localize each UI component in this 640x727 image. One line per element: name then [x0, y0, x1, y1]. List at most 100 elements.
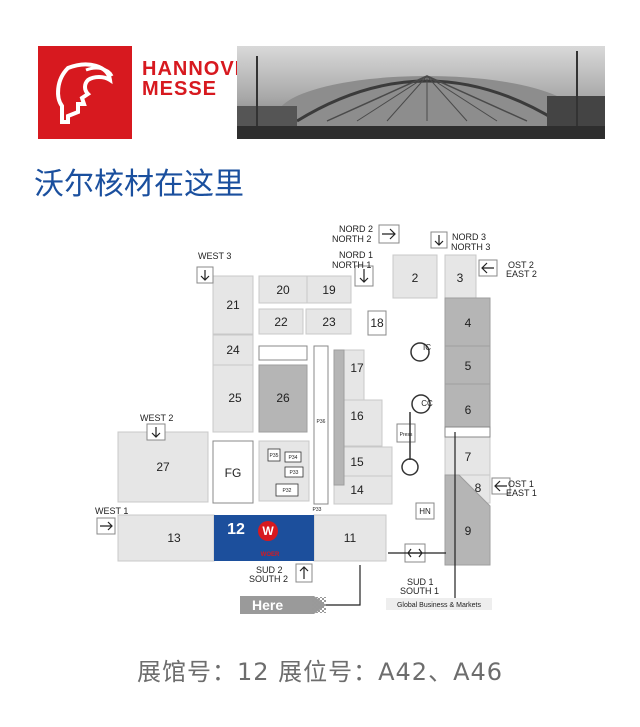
hall-26-shape: [258, 364, 308, 433]
arrow-left-icon-east2: [481, 262, 494, 274]
north3-label-line1: NORD 3: [452, 232, 486, 242]
exhibitor-logo-text: WOER: [261, 552, 280, 558]
hn-label: HN: [419, 507, 431, 516]
hall-7-shape: [444, 436, 491, 476]
hall-14-label: 14: [350, 483, 364, 497]
north2-label-line2: NORTH 2: [332, 234, 371, 244]
logo-text-area: [132, 46, 237, 139]
east1-label-line1: OST 1: [508, 479, 534, 489]
hall-17-spine: [333, 349, 345, 486]
hall-20-shape: [258, 275, 308, 304]
global-business-box: [386, 598, 492, 610]
hall-23-label: 23: [322, 315, 336, 329]
hall-13-label: 13: [167, 531, 181, 545]
pavilion-p32: [275, 483, 299, 497]
hall-25-shape: [212, 364, 254, 433]
hannover-messe-banner: HANNOVER MESSE: [38, 46, 605, 139]
north1-label-line1: NORD 1: [339, 250, 373, 260]
passage-bar: [258, 345, 308, 361]
global-business-label: Global Business & Markets: [397, 602, 482, 609]
hall-2-shape: [392, 254, 438, 299]
arrow-left-icon-east1: [494, 480, 507, 492]
brand-line-1: HANNOVER: [142, 58, 265, 80]
hall-4-label: 4: [465, 316, 472, 330]
hall-12-label: 12: [227, 521, 245, 538]
booth-info: 展馆号：12 展位号：A42、A46: [136, 658, 504, 686]
hall-7-bar: [444, 426, 491, 438]
cc-label: CC: [421, 399, 433, 408]
p32-label: P32: [283, 488, 292, 494]
hall-18-label: 18: [370, 316, 384, 330]
hall-20-label: 20: [276, 283, 290, 297]
arrow-down-icon-west3: [200, 270, 210, 281]
hall-27-shape: [117, 431, 209, 503]
p33-label: P33: [290, 470, 299, 476]
east2-label-line1: OST 2: [508, 260, 534, 270]
here-label: Here: [252, 597, 283, 613]
pavilion-p33: [284, 466, 304, 478]
hall-24-label: 24: [226, 343, 240, 357]
hall-24-shape: [212, 334, 254, 366]
pavilion-p35: [267, 448, 281, 462]
p36-label: P36: [317, 419, 326, 425]
facility-circle-lower: [401, 458, 419, 476]
arrow-down-icon-north1: [359, 269, 369, 283]
brand-line-2: MESSE: [142, 78, 218, 100]
p33b-label: P33: [313, 507, 322, 513]
hn-box: [415, 502, 435, 520]
arrow-right-icon-west1: [100, 521, 113, 531]
west2-label: WEST 2: [140, 413, 173, 423]
fg-shape: [212, 440, 254, 504]
here-pointer-line: [326, 565, 361, 606]
arrow-down-icon-west2: [151, 427, 161, 438]
cc-circle: [411, 394, 431, 414]
hall-11-shape: [313, 514, 387, 562]
north1-label-line2: NORTH 1: [332, 260, 371, 270]
arrow-down-icon-north3: [434, 235, 444, 246]
exhibitor-logo-mark: W: [262, 524, 274, 538]
arrow-right-icon-north2: [382, 228, 396, 240]
hall-8-label: 8: [475, 481, 482, 495]
north3-label-line2: NORTH 3: [451, 242, 490, 252]
east1-label-line2: EAST 1: [506, 488, 537, 498]
south1-label-line1: SUD 1: [407, 577, 434, 587]
hall-23-shape: [305, 308, 352, 335]
south2-label-line2: SOUTH 2: [249, 574, 288, 584]
here-arrow-icon: [240, 596, 326, 614]
hall-5-label: 5: [465, 359, 472, 373]
hall-6-label: 6: [465, 403, 472, 417]
hall-9-shape: [444, 474, 491, 566]
hall-3-label: 3: [457, 271, 464, 285]
arrow-up-icon-south2: [299, 566, 309, 579]
hall-4-shape: [444, 297, 491, 347]
hall-21-shape: [212, 275, 254, 335]
dome-silhouette-icon: [237, 51, 605, 139]
hall-2-label: 2: [412, 271, 419, 285]
ic-label: IC: [423, 343, 431, 352]
hall-21-label: 21: [226, 298, 240, 312]
p34-label: P34: [289, 455, 298, 461]
passage-vertical: [313, 345, 329, 505]
hall-15-label: 15: [350, 455, 364, 469]
hall-22-label: 22: [274, 315, 288, 329]
hall-3-shape: [444, 254, 477, 299]
hall-11-label: 11: [344, 531, 357, 545]
expo-dome-photo: [237, 46, 605, 139]
south1-label-line2: SOUTH 1: [400, 586, 439, 596]
press-label: Press: [400, 432, 413, 438]
hall-26-label: 26: [276, 391, 290, 405]
east2-label-line2: EAST 2: [506, 269, 537, 279]
hall-13-shape: [117, 514, 215, 562]
hall-22-shape: [258, 308, 304, 335]
hall-19-shape: [306, 275, 352, 304]
south2-label-line1: SUD 2: [256, 565, 283, 575]
hall-17-label: 17: [350, 361, 364, 375]
exhibitor-logo-icon: [258, 521, 278, 541]
hall-7-label: 7: [465, 450, 472, 464]
pavilion-p34: [284, 451, 302, 463]
hall-6-shape: [444, 383, 491, 428]
hermes-head-icon: [56, 62, 114, 124]
hall-25-label: 25: [228, 391, 242, 405]
hannover-messe-logo: [38, 46, 132, 139]
hall-5-shape: [444, 345, 491, 385]
